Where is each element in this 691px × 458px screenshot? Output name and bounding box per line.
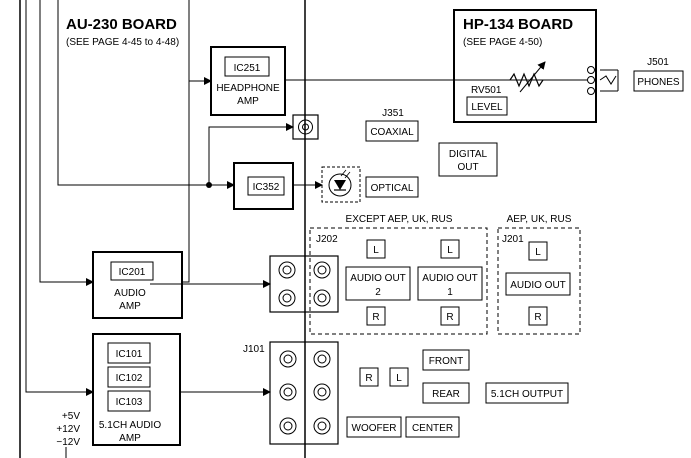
ic102-label: IC102 bbox=[116, 373, 143, 384]
j101-jack-block bbox=[269, 341, 339, 445]
audio-51-amp-line1: 5.1CH AUDIO bbox=[99, 420, 161, 431]
j101-l-label: L bbox=[396, 373, 402, 384]
coaxial-label-box: COAXIAL bbox=[365, 120, 419, 142]
au-230-board: AU-230 BOARD (SEE PAGE 4-45 to 4-48) bbox=[19, 0, 306, 458]
audio-amp-line2: AMP bbox=[119, 301, 141, 312]
j202-l2-label: L bbox=[447, 245, 453, 256]
headphone-amp-line2: AMP bbox=[237, 96, 259, 107]
ic251-label: IC251 bbox=[234, 63, 261, 74]
ic352-block: IC352 bbox=[233, 162, 294, 210]
rv501-label: RV501 bbox=[471, 85, 502, 96]
coaxial-jack-icon bbox=[292, 114, 319, 140]
j201-label: J201 bbox=[502, 234, 524, 245]
audio-amp-line1: AUDIO bbox=[114, 288, 146, 299]
aep-group-label: AEP, UK, RUS bbox=[507, 214, 572, 225]
except-group-label: EXCEPT AEP, UK, RUS bbox=[346, 214, 453, 225]
j202-r2-label: R bbox=[446, 312, 453, 323]
au230-subtitle: (SEE PAGE 4-45 to 4-48) bbox=[66, 37, 179, 48]
j202-label: J202 bbox=[316, 234, 338, 245]
digital-out-label-box: DIGITAL OUT bbox=[438, 142, 498, 177]
j202-l1-label: L bbox=[373, 245, 379, 256]
power-5v: +5V bbox=[62, 411, 80, 422]
woofer-label: WOOFER bbox=[352, 423, 397, 434]
j501-label: J501 bbox=[647, 57, 669, 68]
audio-out-label: AUDIO OUT bbox=[510, 280, 566, 291]
optical-label: OPTICAL bbox=[371, 183, 414, 194]
ic103-label: IC103 bbox=[116, 397, 143, 408]
front-label: FRONT bbox=[429, 356, 463, 367]
hp-134-board: HP-134 BOARD (SEE PAGE 4-50) bbox=[453, 9, 597, 123]
junction-dot bbox=[206, 182, 212, 188]
audio-out-1-line2: 1 bbox=[447, 287, 453, 298]
level-label: LEVEL bbox=[471, 102, 503, 113]
phones-label: PHONES bbox=[637, 77, 680, 88]
power-12v: +12V bbox=[56, 424, 80, 435]
except-aep-group: J202 L L AUDIO OUT 2 AUDIO OUT 1 R R bbox=[309, 227, 488, 335]
j202-r1-label: R bbox=[372, 312, 379, 323]
ic101-label: IC101 bbox=[116, 349, 143, 360]
phones-jack-icon bbox=[587, 66, 619, 95]
signal-lines bbox=[25, 0, 590, 458]
optical-label-box: OPTICAL bbox=[365, 176, 419, 198]
aep-group: J201 L AUDIO OUT R bbox=[497, 227, 581, 335]
ic352-label: IC352 bbox=[253, 182, 280, 193]
optical-led-icon bbox=[321, 166, 361, 203]
hp134-title: HP-134 BOARD bbox=[463, 16, 573, 33]
power-rails: +5V +12V −12V bbox=[56, 411, 80, 448]
j201-l-label: L bbox=[535, 247, 541, 258]
headphone-amp-line1: HEADPHONE bbox=[216, 83, 280, 94]
phones-label-box: PHONES bbox=[633, 70, 684, 92]
j101-r-label: R bbox=[365, 373, 372, 384]
digital-out-line2: OUT bbox=[457, 162, 478, 173]
headphone-amp-block: IC251 HEADPHONE AMP bbox=[210, 46, 286, 116]
au230-title: AU-230 BOARD bbox=[66, 16, 177, 33]
ic201-label: IC201 bbox=[119, 267, 146, 278]
audio-out-1-line1: AUDIO OUT bbox=[422, 273, 478, 284]
ic201-block: IC201 AUDIO AMP bbox=[92, 251, 183, 319]
rear-label: REAR bbox=[432, 389, 460, 400]
audio-51-amp-line2: AMP bbox=[119, 433, 141, 444]
hp134-subtitle: (SEE PAGE 4-50) bbox=[463, 37, 542, 48]
center-label: CENTER bbox=[412, 423, 453, 434]
audio-out-2-line1: AUDIO OUT bbox=[350, 273, 406, 284]
out-51-label: 5.1CH OUTPUT bbox=[491, 389, 563, 400]
level-pot: RV501 LEVEL bbox=[466, 61, 546, 116]
audio-out-2-line2: 2 bbox=[375, 287, 381, 298]
surround-output-labels: R L FRONT REAR 5.1CH OUTPUT WOOFER CENTE… bbox=[346, 349, 569, 438]
j202-jack-block bbox=[269, 255, 339, 313]
j101-label: J101 bbox=[243, 344, 265, 355]
audio-51-amp-block: IC101 IC102 IC103 5.1CH AUDIO AMP bbox=[92, 333, 181, 446]
power-minus-12v: −12V bbox=[56, 437, 80, 448]
digital-out-line1: DIGITAL bbox=[449, 149, 488, 160]
j351-label: J351 bbox=[382, 108, 404, 119]
j201-r-label: R bbox=[534, 312, 541, 323]
coaxial-label: COAXIAL bbox=[370, 127, 414, 138]
